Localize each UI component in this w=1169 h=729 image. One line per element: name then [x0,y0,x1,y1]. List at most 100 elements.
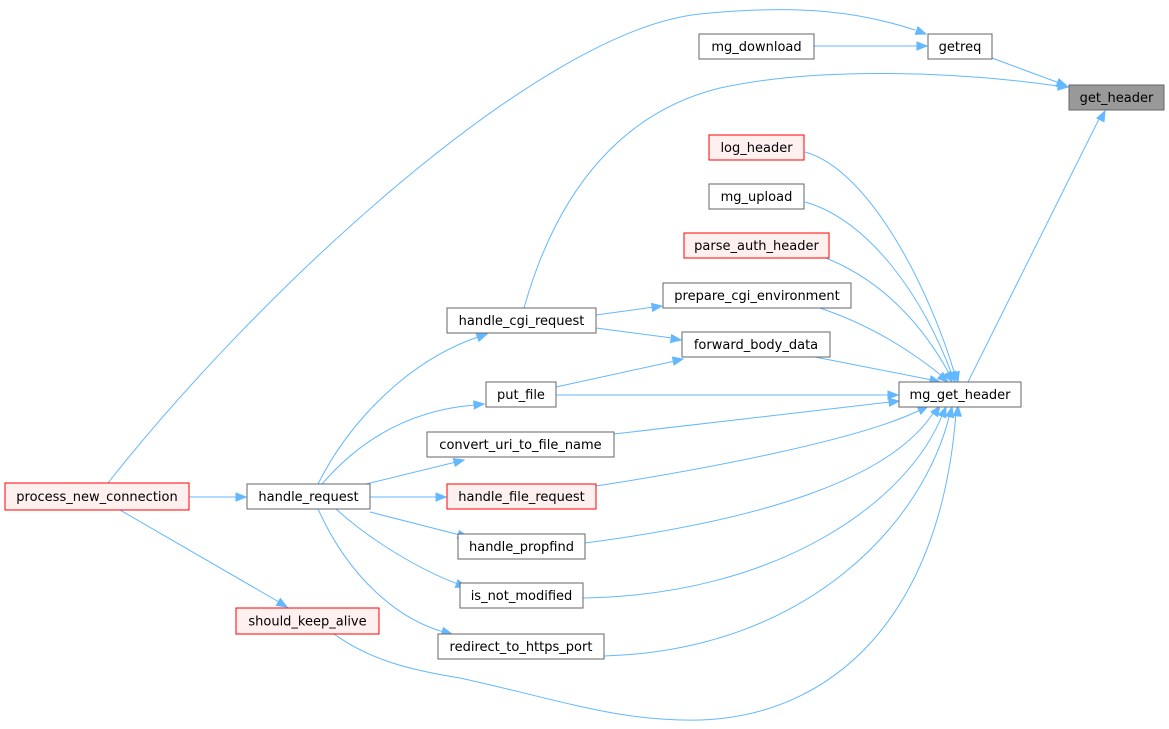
edge-line [613,401,891,435]
edge-arrowhead [452,457,466,468]
node-box [927,33,993,60]
edge-arrowhead [952,404,962,417]
edge-line [603,412,951,657]
node-redirect-to-https-port[interactable]: redirect_to_https_port [437,633,605,660]
edge-arrowhead [887,390,900,400]
node-getreq[interactable]: getreq [927,33,993,60]
edge-line [804,151,956,376]
edge-arrowhead [435,492,448,502]
edge-mg_get_header-to-get_header [967,109,1106,383]
node-label: convert_uri_to_file_name [439,438,601,453]
node-box [235,607,380,635]
node-label: redirect_to_https_port [450,640,593,655]
edge-arrowhead [930,404,941,418]
node-box [437,633,605,660]
node-prepare-cgi-environment[interactable]: prepare_cgi_environment [662,282,852,309]
edge-arrowhead [1057,81,1070,91]
edge-is_not_modified-to-mg_get_header [582,405,947,599]
node-label: prepare_cgi_environment [674,289,839,304]
edge-line [582,412,944,599]
node-handle-request[interactable]: handle_request [246,483,371,510]
node-box [457,533,586,560]
edge-line [804,201,953,376]
edge-arrowhead [942,370,953,384]
node-box [683,232,830,259]
edge-arrowhead [1096,109,1106,123]
edge-process_new_connection-to-handle_request [189,492,248,502]
edge-put_file-to-forward_body_data [555,356,685,388]
edge-line [369,511,461,536]
edge-line [555,360,676,388]
edge-handle_cgi_request-to-prepare_cgi_environment [595,302,664,316]
node-box [446,483,597,510]
edge-handle_file_request-to-mg_get_header [595,405,930,487]
edges-layer [107,9,1106,721]
edge-parse_auth_header-to-mg_get_header [825,257,953,384]
node-is-not-modified[interactable]: is_not_modified [459,582,584,609]
node-box [426,431,615,458]
node-box [4,482,190,511]
node-mg-download[interactable]: mg_download [698,33,815,60]
nodes-layer: get_header getreq mg_download log_header mg_… [4,33,1165,660]
edge-arrowhead [235,492,248,502]
node-box [246,483,371,510]
edge-redirect_to_https_port-to-mg_get_header [603,405,955,657]
edge-mg_download-to-getreq [814,41,929,51]
edge-forward_body_data-to-mg_get_header [814,356,942,385]
edge-put_file-to-mg_get_header [556,390,900,400]
node-label: forward_body_data [694,338,818,353]
node-log-header[interactable]: log_header [708,134,805,161]
node-forward-body-data[interactable]: forward_body_data [681,331,831,358]
node-label: getreq [939,40,982,55]
edge-process_new_connection-to-getreq [107,9,928,484]
edge-arrowhead [650,302,664,313]
edge-line [825,257,951,376]
node-put-file[interactable]: put_file [485,381,557,408]
node-handle-file-request[interactable]: handle_file_request [446,483,597,510]
node-box [698,33,815,60]
node-mg-upload[interactable]: mg_upload [708,183,805,210]
node-box [662,282,852,309]
node-get-header[interactable]: get_header [1068,84,1165,111]
node-label: is_not_modified [471,589,573,604]
edge-line [317,336,479,485]
node-label: mg_get_header [909,388,1011,403]
node-handle-cgi-request[interactable]: handle_cgi_request [446,307,597,334]
edge-line [819,307,943,377]
node-process-new-connection[interactable]: process_new_connection [4,482,190,511]
edge-line [967,116,1101,383]
edge-handle_request-to-handle_file_request [370,492,448,502]
edge-line [317,508,445,633]
edge-arrowhead [473,400,486,410]
edge-arrowhead [916,41,929,51]
node-label: handle_request [258,490,358,505]
node-label: handle_propfind [469,540,574,555]
edge-line [584,411,935,544]
edge-handle_cgi_request-to-get_header [523,72,1070,309]
edge-arrowhead [937,405,947,419]
edge-arrowhead [275,597,289,608]
node-label: mg_upload [721,190,793,205]
edge-convert_uri_to_file_name-to-mg_get_header [613,397,901,435]
node-label: mg_download [711,40,801,55]
edge-arrowhead [914,25,928,35]
edge-line [814,356,933,381]
node-handle-propfind[interactable]: handle_propfind [457,533,586,560]
node-box [898,381,1022,408]
edge-line [107,9,916,484]
edge-arrowhead [475,333,489,343]
edge-line [523,72,1059,309]
node-box [1068,84,1165,111]
edge-handle_request-to-is_not_modified [335,508,468,588]
node-parse-auth-header[interactable]: parse_auth_header [683,232,830,259]
node-box [459,582,584,609]
node-label: handle_file_request [458,490,585,505]
node-mg-get-header[interactable]: mg_get_header [898,381,1022,408]
node-convert-uri-to-file-name[interactable]: convert_uri_to_file_name [426,431,615,458]
node-label: handle_cgi_request [459,314,585,329]
edge-handle_cgi_request-to-forward_body_data [595,327,683,344]
edge-line [595,327,673,339]
edge-line [365,461,457,485]
node-should-keep-alive[interactable]: should_keep_alive [235,607,380,635]
node-box [708,134,805,161]
